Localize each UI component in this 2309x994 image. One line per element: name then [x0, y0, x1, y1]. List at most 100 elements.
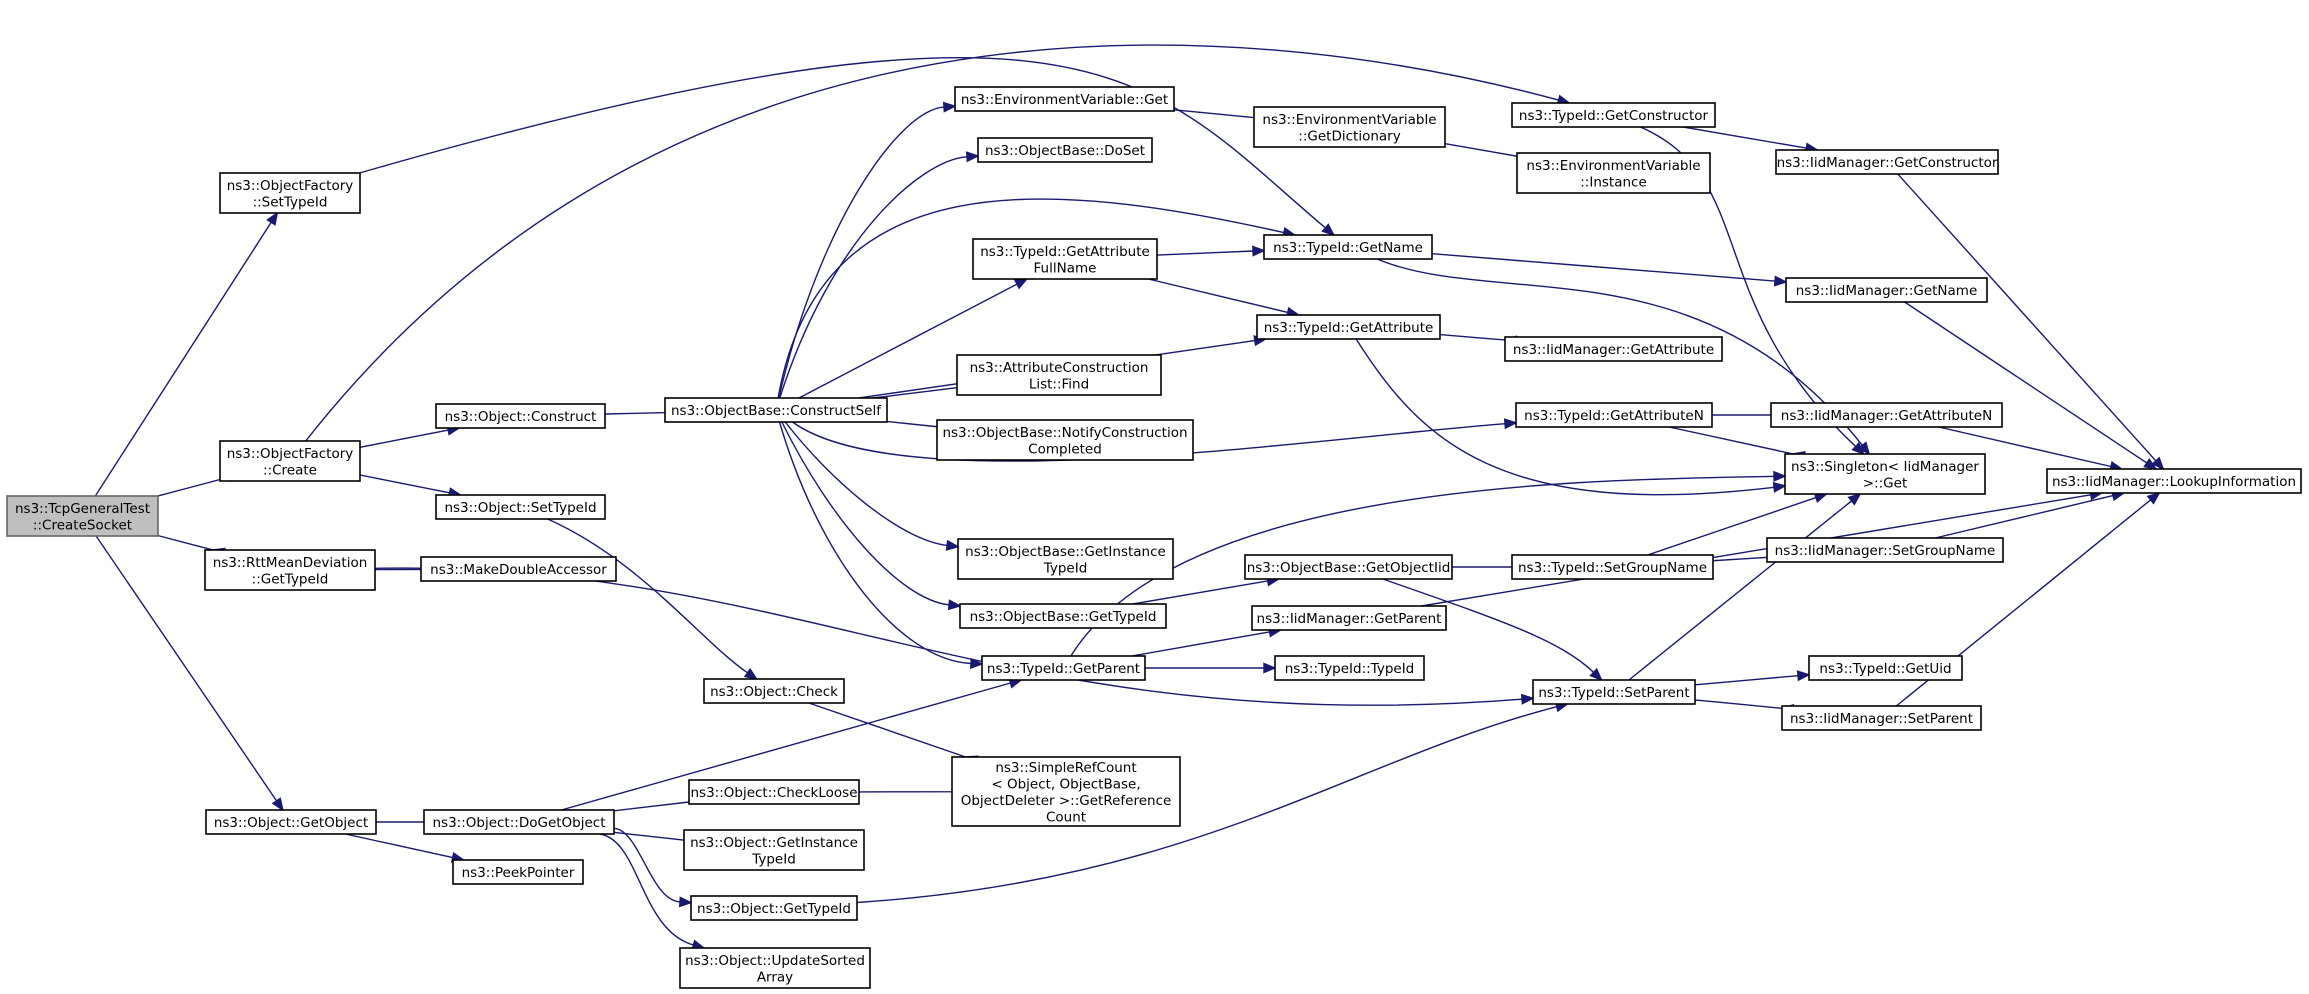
node-iid-getconstructor[interactable]: ns3::IidManager::GetConstructor [1775, 149, 1999, 175]
edge-obj_checkloose-to-simplerefcount [858, 786, 964, 798]
node-obj-construct[interactable]: ns3::Object::Construct [435, 403, 606, 429]
node-tid-getparent[interactable]: ns3::TypeId::GetParent [981, 655, 1146, 681]
edge-of_create-to-obj_settypeid [359, 474, 463, 499]
node-label: ns3::TypeId::GetConstructor [1519, 108, 1709, 124]
node-label: ns3::MakeDoubleAccessor [430, 562, 607, 578]
node-iid-getattributen[interactable]: ns3::IidManager::GetAttributeN [1770, 402, 2003, 428]
node-box [1784, 453, 1986, 495]
node-tid-getconstructor[interactable]: ns3::TypeId::GetConstructor [1511, 102, 1716, 128]
edge-line [1132, 580, 1268, 605]
node-box [981, 655, 1146, 681]
edge-line [1148, 278, 1288, 314]
node-box [1785, 277, 1988, 303]
node-tid-getattribute[interactable]: ns3::TypeId::GetAttribute [1256, 314, 1441, 340]
edge-line [856, 706, 1557, 904]
node-tid-getuid[interactable]: ns3::TypeId::GetUid [1808, 655, 1963, 681]
node-label: ns3::ObjectBase::GetTypeId [970, 609, 1157, 625]
edge-line [808, 702, 977, 762]
edge-obj_check-to-simplerefcount [808, 702, 979, 767]
edge-line [798, 283, 1018, 399]
node-iid-lookupinfo[interactable]: ns3::IidManager::LookupInformation [2046, 468, 2302, 494]
node-label: ns3::EnvironmentVariable::Get [961, 92, 1168, 108]
node-box [219, 172, 361, 214]
edge-line [1628, 500, 1853, 681]
node-simplerefcount[interactable]: ns3::SimpleRefCount< Object, ObjectBase,… [951, 756, 1181, 827]
edge-line [95, 535, 278, 802]
node-env-instance[interactable]: ns3::EnvironmentVariable::Instance [1516, 152, 1711, 194]
node-label: Completed [1028, 441, 1102, 457]
node-label: ns3::TypeId::GetAttributeN [1524, 408, 1704, 424]
node-singleton-get[interactable]: ns3::Singleton< IidManager>::Get [1784, 453, 1986, 495]
edge-ob_constructself-to-ob_getinstancetypeid [784, 421, 960, 551]
node-tid-getname[interactable]: ns3::TypeId::GetName [1263, 234, 1433, 260]
edge-ob_constructself-to-ob_gettypeid [781, 421, 962, 611]
node-iid-setgroupname[interactable]: ns3::IidManager::SetGroupName [1766, 537, 2004, 563]
edge-tid_setparent-to-singleton_get [1628, 492, 1862, 681]
node-tid-setparent[interactable]: ns3::TypeId::SetParent [1532, 679, 1696, 705]
edge-tid_getconstructor-to-iid_getconstructor [1683, 126, 1820, 154]
node-label: ::GetDictionary [1298, 128, 1400, 144]
edge-arrowhead [1847, 492, 1862, 506]
edge-ob_getobjectiid-to-tid_setparent [1382, 578, 1603, 682]
node-label: ns3::Object::Check [710, 684, 838, 700]
node-label: ns3::IidManager::GetName [1796, 283, 1978, 299]
edge-line [1935, 494, 2114, 539]
node-box [1504, 336, 1723, 362]
node-rtt-gettypeid[interactable]: ns3::RttMeanDeviation::GetTypeId [204, 549, 376, 591]
node-iid-getname[interactable]: ns3::IidManager::GetName [1785, 277, 1988, 303]
node-obj-check[interactable]: ns3::Object::Check [703, 678, 845, 704]
node-label: ns3::Object::GetInstance [690, 835, 858, 851]
edge-line [1376, 258, 1863, 446]
node-ob-gettypeid[interactable]: ns3::ObjectBase::GetTypeId [959, 603, 1167, 629]
node-label: ns3::Object::GetObject [214, 815, 368, 831]
edge-line [1647, 496, 1817, 556]
node-iid-setparent[interactable]: ns3::IidManager::SetParent [1781, 705, 1982, 731]
edge-arrowhead [1520, 693, 1535, 705]
edge-line [345, 833, 453, 859]
node-label: Array [757, 969, 793, 985]
node-obj-dogetobject[interactable]: ns3::Object::DoGetObject [423, 809, 615, 835]
edge-line [1694, 699, 1794, 711]
node-ob-notify[interactable]: ns3::ObjectBase::NotifyConstructionCompl… [936, 419, 1194, 461]
node-of-create[interactable]: ns3::ObjectFactory::Create [219, 440, 361, 482]
node-iid-getattribute[interactable]: ns3::IidManager::GetAttribute [1504, 336, 1723, 362]
edge-line [1421, 494, 2092, 607]
edge-line [612, 801, 690, 812]
edge-arrowhead [2143, 457, 2158, 471]
node-box [1511, 102, 1716, 128]
node-label: ns3::TypeId::SetParent [1538, 685, 1689, 701]
node-of-settypeid[interactable]: ns3::ObjectFactory::SetTypeId [219, 172, 361, 214]
node-tid-typeid[interactable]: ns3::TypeId::TypeId [1274, 655, 1425, 681]
node-tid-getattributen[interactable]: ns3::TypeId::GetAttributeN [1515, 402, 1713, 428]
edge-line [599, 833, 694, 946]
node-obj-getobject[interactable]: ns3::Object::GetObject [205, 809, 377, 835]
node-ob-getobjectiid[interactable]: ns3::ObjectBase::GetObjectIid [1244, 554, 1453, 580]
node-iid-getparent[interactable]: ns3::IidManager::GetParent [1251, 605, 1447, 631]
node-obj-gettypeid[interactable]: ns3::Object::GetTypeId [690, 895, 858, 921]
node-env-get[interactable]: ns3::EnvironmentVariable::Get [954, 86, 1175, 112]
node-box [6, 495, 159, 537]
node-ob-constructself[interactable]: ns3::ObjectBase::ConstructSelf [664, 397, 888, 423]
node-box [936, 419, 1194, 461]
node-env-getdict[interactable]: ns3::EnvironmentVariable::GetDictionary [1253, 106, 1446, 148]
node-obj-settypeid[interactable]: ns3::Object::SetTypeId [435, 494, 606, 520]
edge-line [1897, 173, 2157, 462]
node-makedouble[interactable]: ns3::MakeDoubleAccessor [420, 556, 617, 582]
node-tid-setgroupname[interactable]: ns3::TypeId::SetGroupName [1511, 554, 1714, 580]
edge-arrowhead [965, 151, 980, 163]
node-peekpointer[interactable]: ns3::PeekPointer [452, 859, 584, 885]
node-obj-checkloose[interactable]: ns3::Object::CheckLoose [688, 779, 860, 805]
node-box [679, 947, 871, 989]
node-label: ns3::EnvironmentVariable [1262, 112, 1436, 128]
node-ob-doset[interactable]: ns3::ObjectBase::DoSet [977, 137, 1153, 163]
node-label: ns3::IidManager::LookupInformation [2052, 474, 2296, 490]
node-box [2046, 468, 2302, 494]
node-root[interactable]: ns3::TcpGeneralTest::CreateSocket [6, 495, 159, 537]
node-label: ns3::ObjectBase::GetInstance [965, 544, 1166, 560]
node-box [957, 538, 1174, 580]
